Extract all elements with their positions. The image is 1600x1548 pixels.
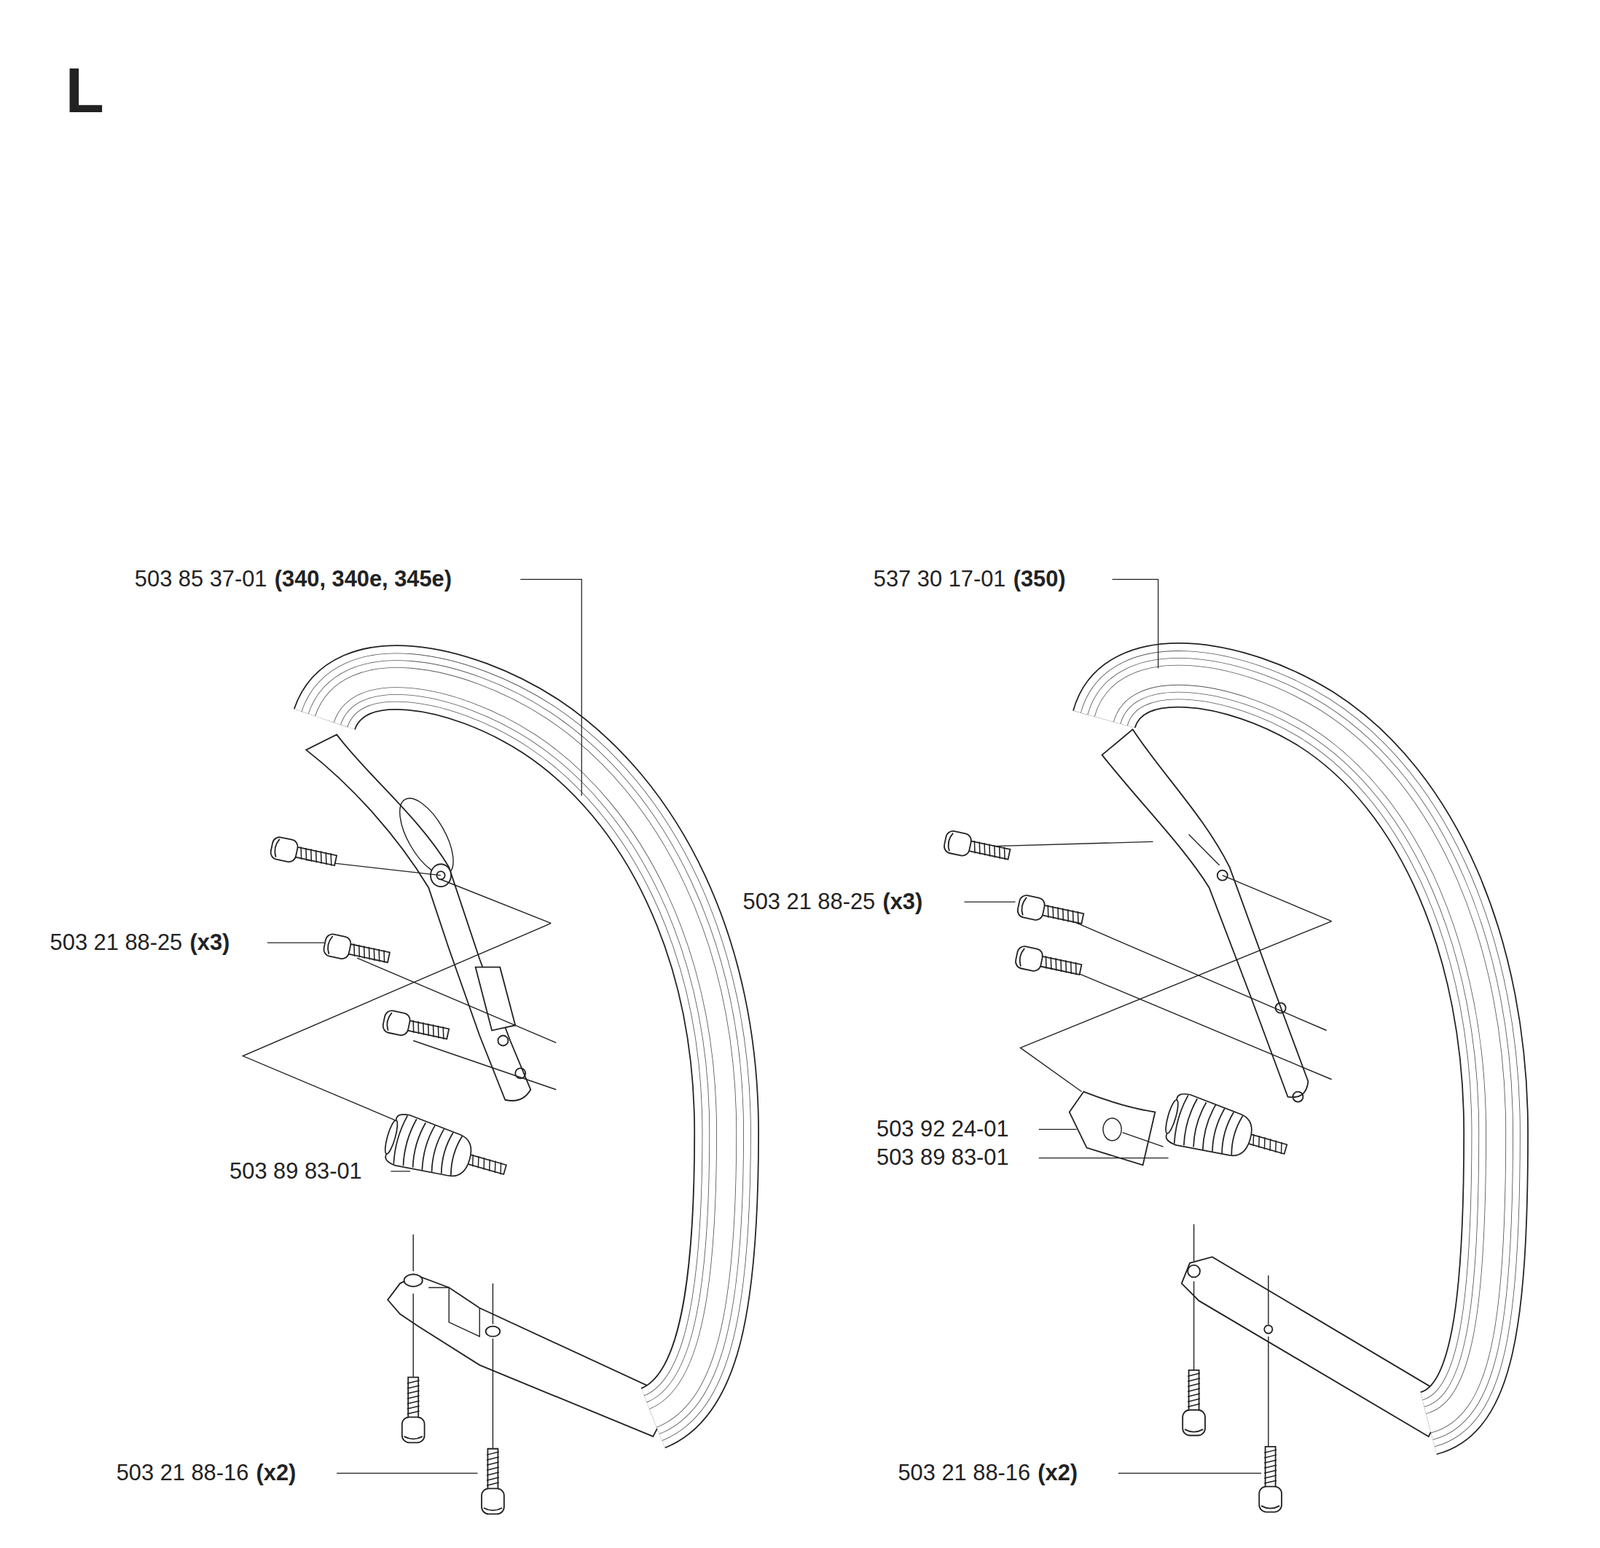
quantity-note: (x3)	[881, 888, 924, 916]
section-letter: L	[65, 55, 105, 127]
part-number: 503 21 88-16	[115, 1460, 250, 1487]
part-number: 503 21 88-25	[48, 929, 183, 956]
part-number: 503 21 88-16	[896, 1460, 1031, 1487]
right-handle	[942, 579, 1496, 1512]
quantity-note: (x2)	[255, 1460, 298, 1487]
part-number: 537 30 17-01	[872, 566, 1007, 593]
quantity-note: (350)	[1012, 566, 1067, 593]
quantity-note: (340, 340e, 345e)	[273, 566, 453, 593]
part-number: 503 85 37-01	[133, 566, 268, 593]
left-handle	[242, 579, 727, 1515]
part-number: 503 92 24-01	[875, 1116, 1010, 1143]
quantity-note: (x3)	[188, 929, 231, 956]
part-number: 503 89 83-01	[875, 1144, 1010, 1171]
part-number: 503 21 88-25	[741, 888, 876, 916]
quantity-note: (x2)	[1036, 1460, 1080, 1487]
part-number: 503 89 83-01	[228, 1158, 363, 1185]
